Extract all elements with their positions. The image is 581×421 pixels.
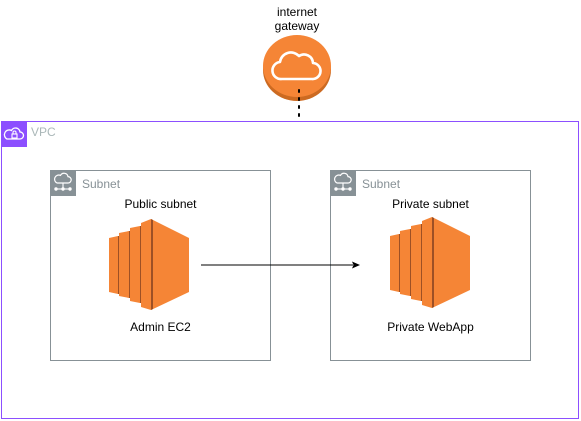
private-subnet-title: Private subnet	[392, 197, 469, 211]
subnet-icon	[330, 170, 356, 196]
vpc-container	[1, 121, 579, 419]
cloud-icon	[263, 35, 331, 101]
vpc-cloud-lock-icon	[1, 121, 27, 147]
subnet-icon	[50, 170, 76, 196]
arrow-head	[352, 261, 360, 269]
ec2-instance-icon[interactable]	[109, 219, 189, 310]
internet-gateway-label-line1: internet	[276, 5, 318, 19]
private-subnet-tag: Subnet	[362, 177, 401, 191]
vpc-label: VPC	[31, 125, 56, 139]
public-subnet-tag: Subnet	[82, 177, 121, 191]
admin-ec2-label: Admin EC2	[130, 320, 191, 334]
internet-gateway-label: internet gateway	[248, 5, 346, 33]
private-webapp-label: Private WebApp	[387, 320, 474, 334]
ec2-instance-icon[interactable]	[390, 217, 470, 308]
public-subnet-title: Public subnet	[124, 197, 197, 211]
internet-gateway-label-line2: gateway	[274, 19, 320, 33]
internet-gateway[interactable]	[263, 33, 331, 101]
